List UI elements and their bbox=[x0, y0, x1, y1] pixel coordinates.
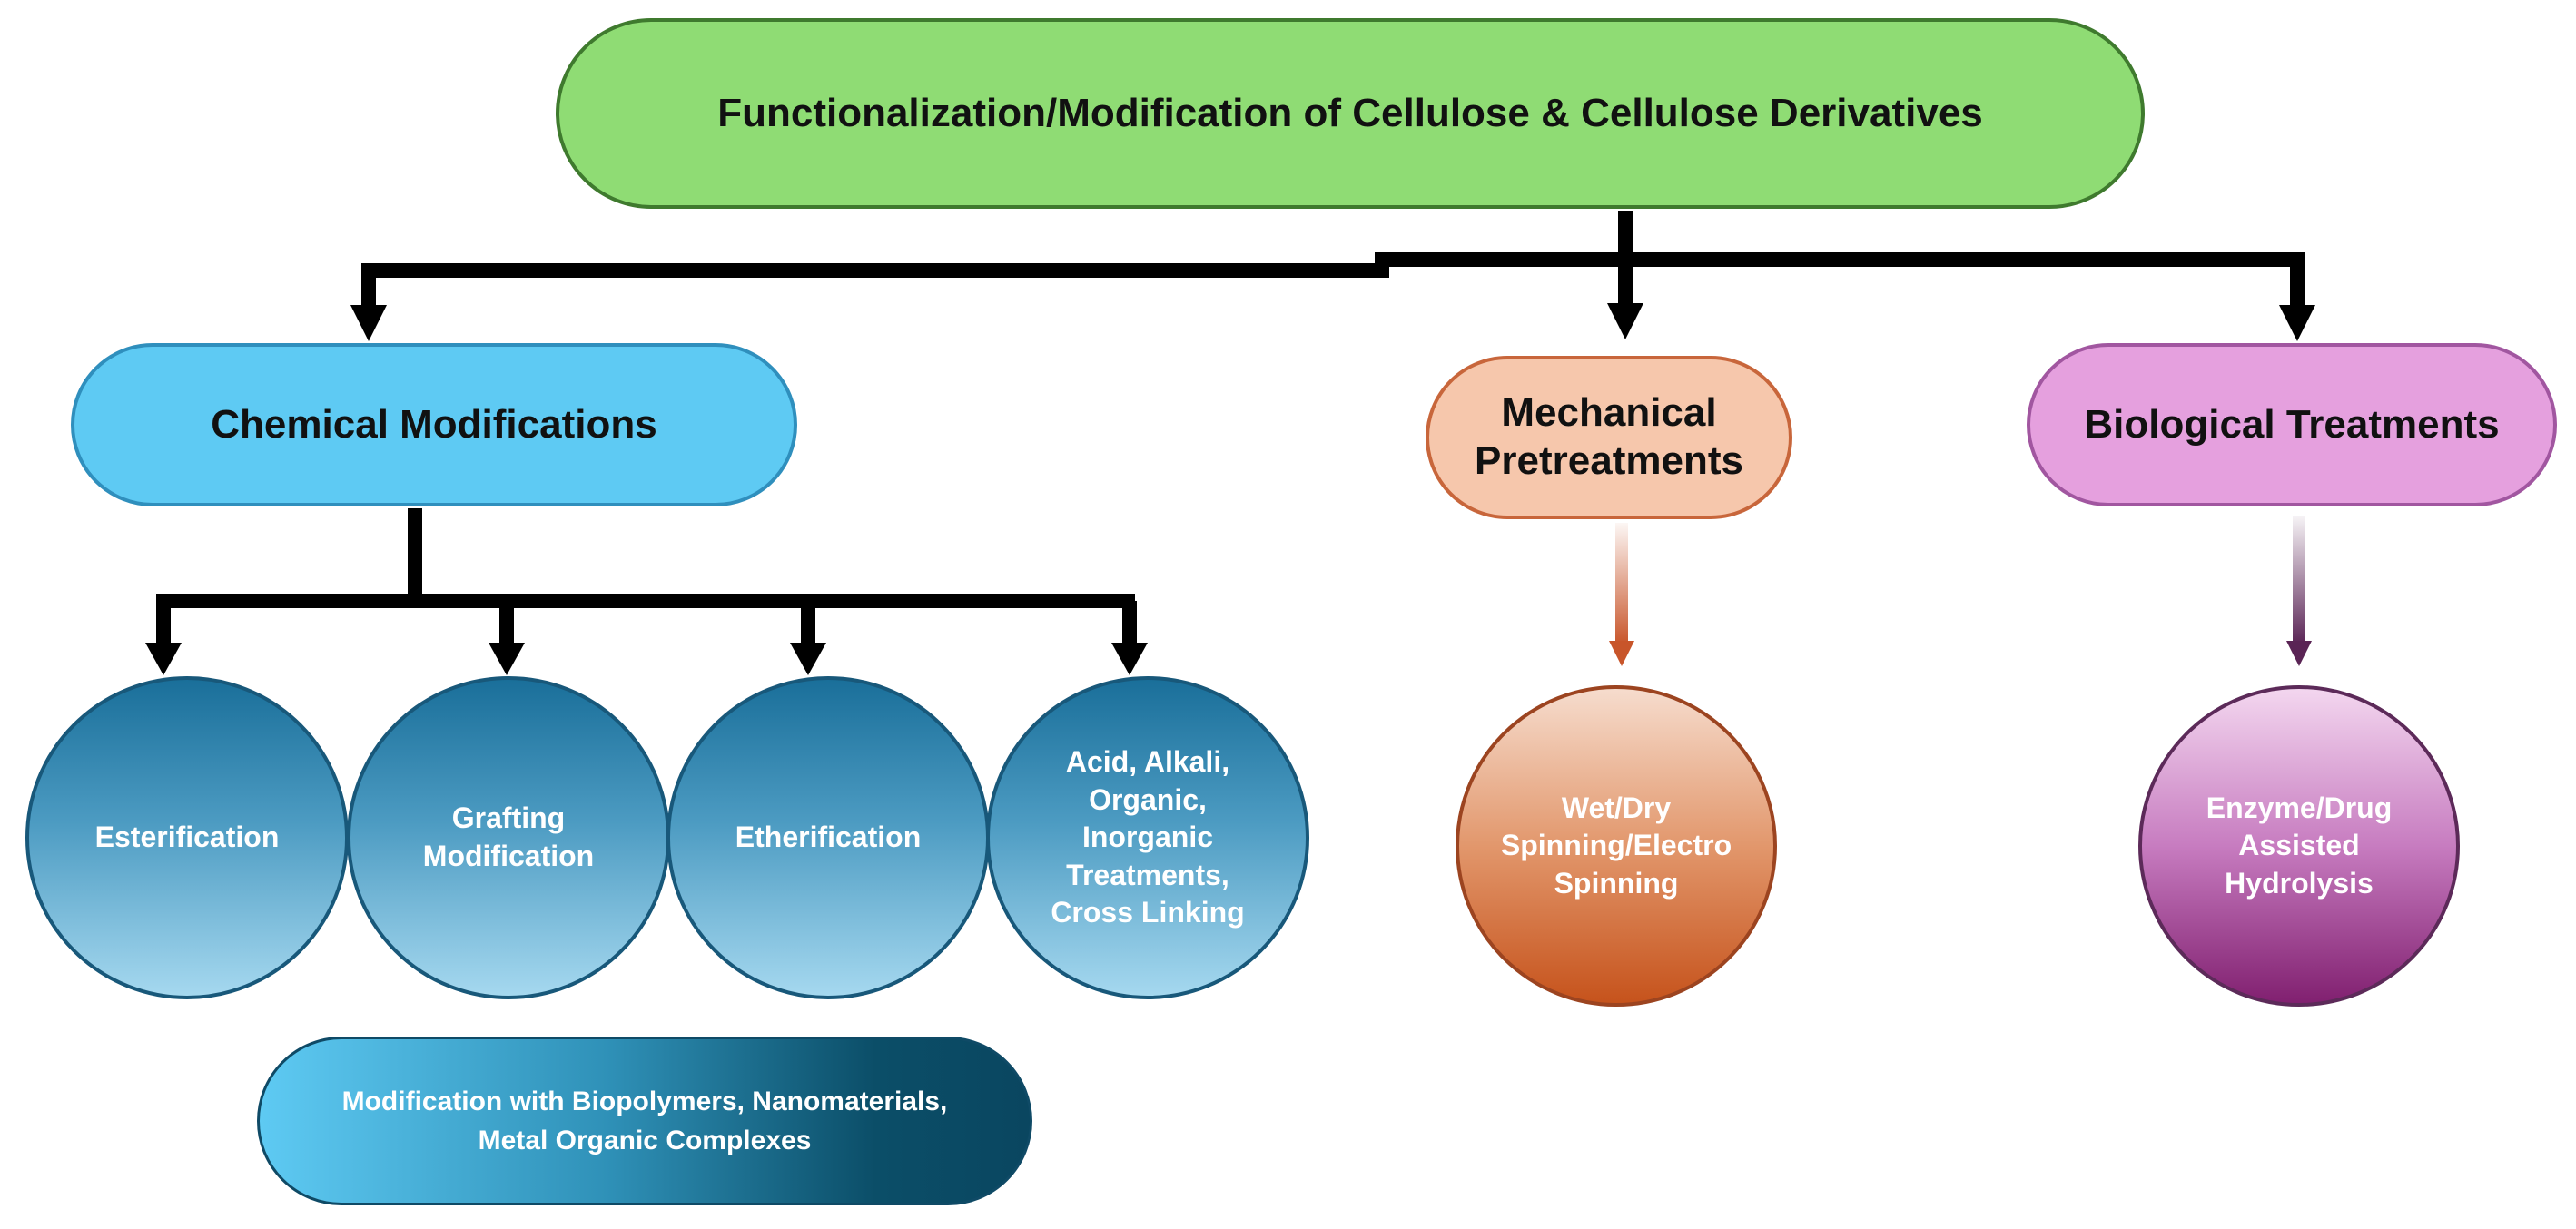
spinning-line-3: Spinning bbox=[1554, 866, 1679, 900]
hydrolysis-line-1: Enzyme/Drug bbox=[2206, 791, 2393, 824]
arrowhead-chemical bbox=[350, 305, 387, 341]
spinning-line-2: Spinning/Electro bbox=[1500, 829, 1732, 862]
acid-alkali-line-5: Cross Linking bbox=[1051, 896, 1245, 929]
grafting-modification-circle: Grafting Modification bbox=[347, 676, 670, 999]
chemical-modifications-node: Chemical Modifications bbox=[71, 343, 797, 506]
acid-alkali-line-4: Treatments, bbox=[1066, 858, 1229, 891]
arrowhead-acid-alkali bbox=[1111, 643, 1148, 675]
etherification-circle: Etherification bbox=[666, 676, 990, 999]
biopolymer-line-1: Modification with Biopolymers, Nanomater… bbox=[341, 1086, 948, 1116]
hydrolysis-line-3: Hydrolysis bbox=[2225, 866, 2374, 900]
biological-treatments-node: Biological Treatments bbox=[2027, 343, 2557, 506]
grafting-label-line-1: Grafting bbox=[451, 801, 566, 835]
spinning-line-1: Wet/Dry bbox=[1561, 791, 1672, 824]
biopolymer-line-2: Metal Organic Complexes bbox=[478, 1126, 812, 1155]
biological-treatments-label: Biological Treatments bbox=[2084, 402, 2500, 447]
mechanical-pretreatments-node: Mechanical Pretreatments bbox=[1426, 356, 1792, 519]
mechanical-arrow-shaft bbox=[1615, 523, 1628, 644]
arrowhead-grafting bbox=[489, 643, 525, 675]
biological-arrow-shaft bbox=[2293, 516, 2305, 644]
chemical-connector bbox=[156, 508, 1137, 646]
esterification-label: Esterification bbox=[94, 821, 280, 854]
hydrolysis-line-2: Assisted bbox=[2238, 829, 2360, 862]
arrowhead-biological bbox=[2279, 305, 2315, 341]
grafting-label-line-2: Modification bbox=[422, 840, 595, 872]
hydrolysis-circle: Enzyme/Drug Assisted Hydrolysis bbox=[2138, 685, 2460, 1007]
mechanical-label-line-2: Pretreatments bbox=[1475, 438, 1743, 483]
arrowhead-mechanical bbox=[1607, 303, 1643, 339]
spinning-circle: Wet/Dry Spinning/Electro Spinning bbox=[1456, 685, 1777, 1007]
root-label: Functionalization/Modification of Cellul… bbox=[717, 91, 1983, 135]
root-connector bbox=[361, 211, 2305, 307]
arrowhead-esterification bbox=[145, 643, 182, 675]
root-node: Functionalization/Modification of Cellul… bbox=[556, 18, 2145, 209]
chemical-modifications-label: Chemical Modifications bbox=[211, 402, 657, 447]
mechanical-label-line-1: Mechanical bbox=[1501, 390, 1717, 436]
acid-alkali-line-1: Acid, Alkali, bbox=[1065, 745, 1230, 779]
esterification-circle: Esterification bbox=[25, 676, 349, 999]
biological-arrowhead bbox=[2286, 641, 2312, 666]
acid-alkali-treatments-circle: Acid, Alkali, Organic, Inorganic Treatme… bbox=[986, 676, 1309, 999]
biopolymer-modification-node: Modification with Biopolymers, Nanomater… bbox=[257, 1037, 1032, 1205]
arrowhead-etherification bbox=[790, 643, 826, 675]
acid-alkali-line-2: Organic, bbox=[1089, 782, 1207, 816]
acid-alkali-line-3: Inorganic bbox=[1081, 821, 1213, 854]
etherification-label: Etherification bbox=[735, 821, 922, 854]
mechanical-arrowhead bbox=[1609, 641, 1634, 666]
